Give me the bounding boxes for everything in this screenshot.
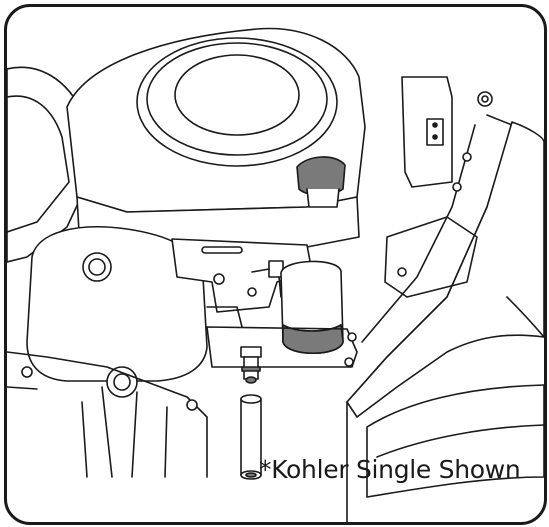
drain-hose <box>240 398 262 480</box>
throttle-bracket <box>171 238 313 313</box>
engine-base <box>206 326 358 368</box>
fuel-cap-left <box>82 252 112 282</box>
left-fender-inner <box>7 95 70 233</box>
oil-fill-neck <box>306 188 340 208</box>
illustration-frame: *Kohler Single Shown <box>4 4 547 525</box>
fuel-cap-front <box>106 366 138 398</box>
footrest <box>366 384 544 498</box>
figure-caption: *Kohler Single Shown <box>259 455 521 484</box>
floor-pan <box>384 216 478 298</box>
drain-valve <box>240 346 262 358</box>
air-filter-inner <box>174 54 300 136</box>
oil-fill-cap <box>296 156 346 196</box>
frame-rail-left <box>7 351 208 478</box>
engine-illustration <box>7 27 544 522</box>
right-fender <box>346 121 544 418</box>
oil-filter-shade <box>282 324 344 355</box>
